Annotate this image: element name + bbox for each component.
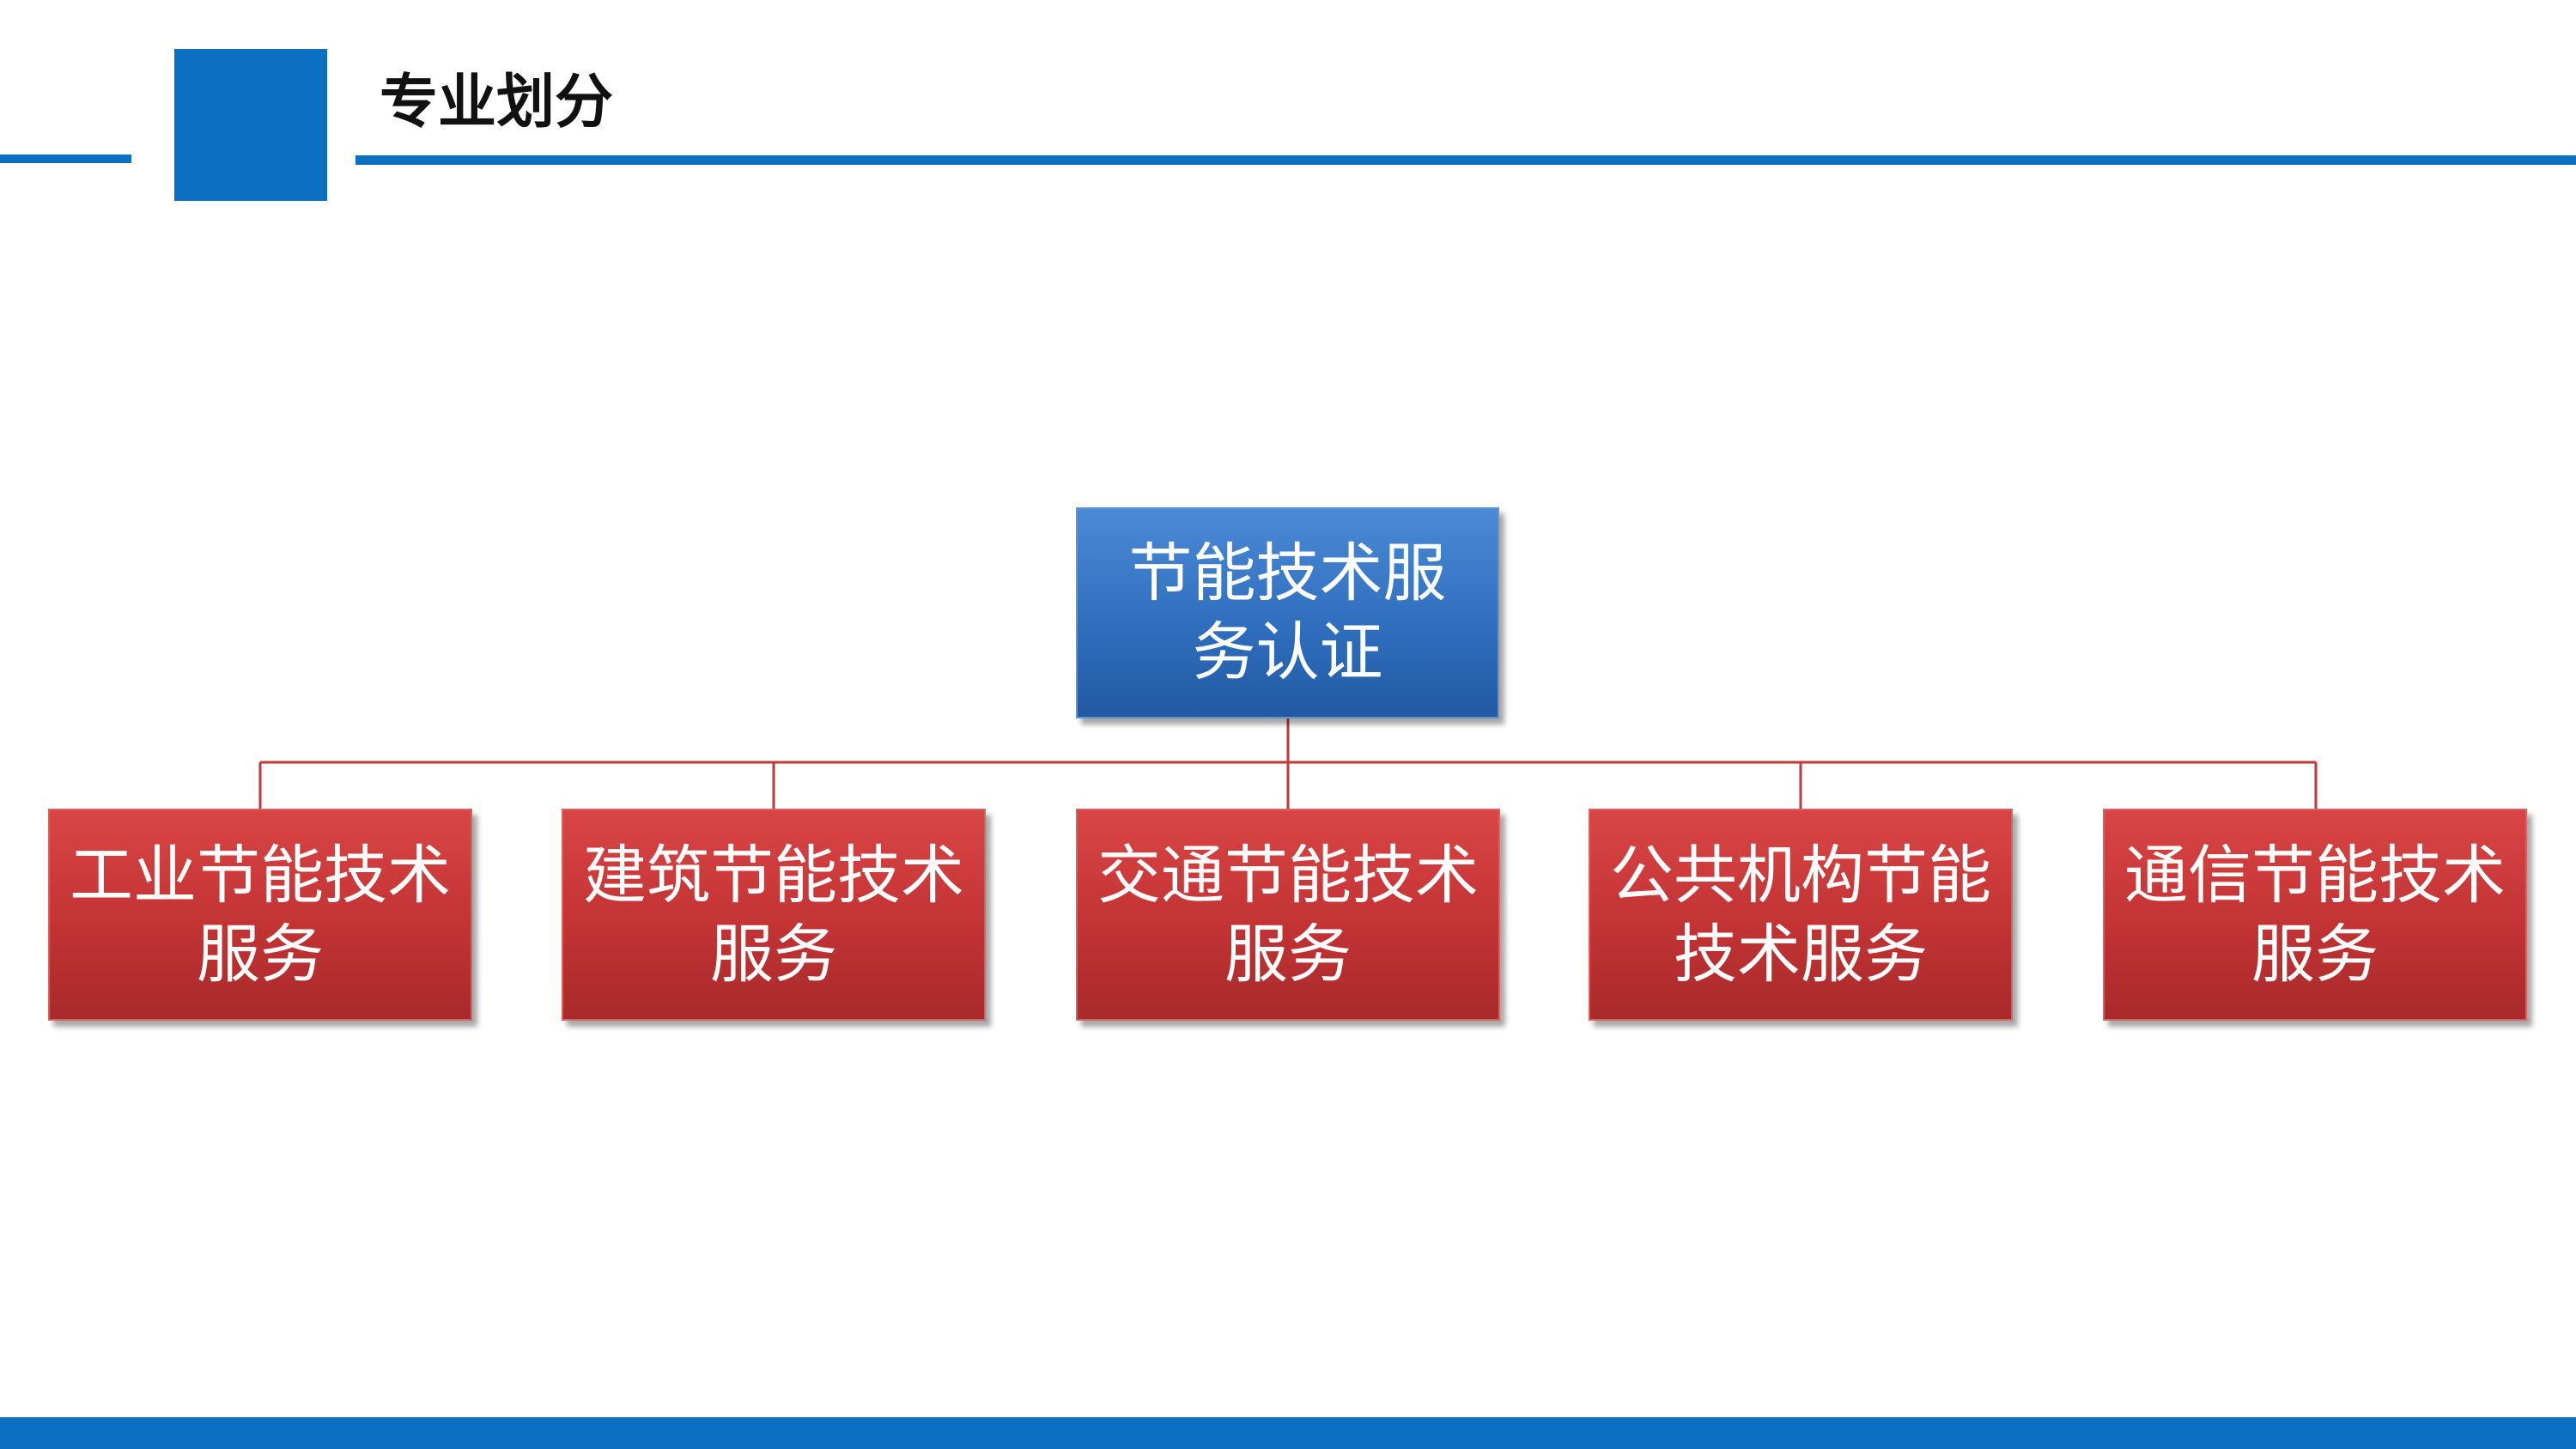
footer-bar xyxy=(0,1417,2576,1449)
page-title: 专业划分 xyxy=(380,69,614,136)
child-node-label-line-1: 交通节能技术 xyxy=(1097,838,1479,912)
child-node-label-line-2: 服务 xyxy=(2251,917,2379,991)
child-node-label-line-1: 通信节能技术 xyxy=(2124,838,2506,912)
child-node-building: 建筑节能技术 服务 xyxy=(562,809,986,1021)
root-node-label-line-2: 务认证 xyxy=(1192,615,1383,689)
child-node-industrial: 工业节能技术 服务 xyxy=(48,809,472,1021)
header-right-rule xyxy=(355,155,2576,165)
title-accent-square xyxy=(174,49,327,201)
child-node-label-line-2: 技术服务 xyxy=(1674,917,1928,991)
child-node-label-line-1: 工业节能技术 xyxy=(70,838,451,912)
child-node-label-line-2: 服务 xyxy=(1224,917,1352,991)
child-node-telecommunications: 通信节能技术 服务 xyxy=(2103,809,2527,1021)
header-left-rule xyxy=(0,155,131,163)
child-node-public-institution: 公共机构节能 技术服务 xyxy=(1589,809,2013,1021)
root-node-label-line-1: 节能技术服 xyxy=(1128,537,1447,610)
root-node-energy-saving-certification: 节能技术服 务认证 xyxy=(1076,507,1499,718)
child-node-label-line-2: 服务 xyxy=(710,917,837,991)
child-node-transportation: 交通节能技术 服务 xyxy=(1076,809,1500,1021)
child-node-label-line-2: 服务 xyxy=(197,917,324,991)
child-node-label-line-1: 建筑节能技术 xyxy=(583,838,964,912)
child-node-label-line-1: 公共机构节能 xyxy=(1610,838,1991,912)
